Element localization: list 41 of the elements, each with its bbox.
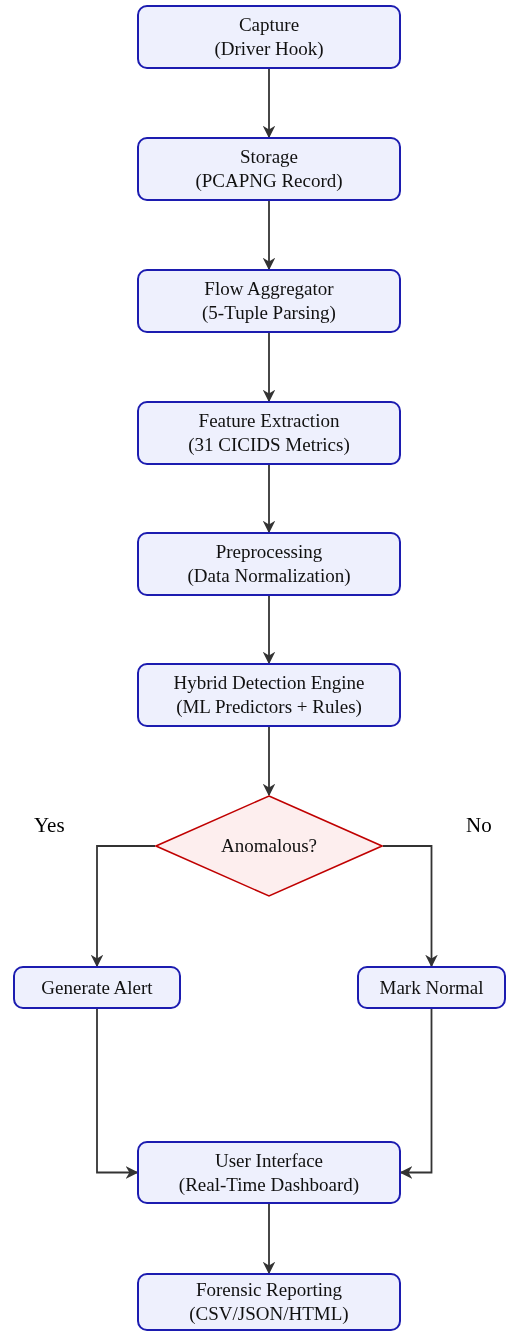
node-text: Flow Aggregator [204,277,334,301]
node-text: Forensic Reporting [195,1278,343,1302]
process-box [137,269,401,333]
node-text: (ML Predictors + Rules) [176,695,362,719]
process-box [137,532,401,596]
arrow [262,1203,276,1275]
node-text: (Real-Time Dashboard) [178,1172,360,1197]
process-box [13,966,181,1009]
arrow [90,845,156,968]
arrow [96,1008,139,1179]
process-box [137,137,401,201]
arrow [262,595,276,665]
process-box [137,1141,401,1204]
arrow [399,1008,433,1179]
node-text: Storage [239,145,298,169]
node-text: Anomalous? [220,834,317,858]
node-text: (5-Tuple Parsing) [202,301,336,325]
node-text: (PCAPNG Record) [195,169,343,193]
process-box [137,5,401,69]
node-text: Feature Extraction [198,409,340,433]
process-box [357,966,506,1009]
node-text: Mark Normal [379,975,484,1000]
arrow [262,332,276,403]
arrow [382,845,438,968]
node-text: Generate Alert [41,975,153,1000]
node-text: User Interface [214,1148,324,1173]
arrow [262,68,276,139]
node-text: (Driver Hook) [214,37,324,61]
node-text: (31 CICIDS Metrics) [188,433,350,457]
process-box [137,401,401,465]
process-box [137,663,401,727]
decision-diamond [155,795,383,897]
node-text: Hybrid Detection Engine [173,671,365,695]
arrow [262,726,276,797]
process-box [137,1273,401,1331]
arrow [262,464,276,534]
arrow [262,200,276,271]
node-text: Preprocessing [215,540,323,564]
node-text: Capture [238,13,300,37]
node-text: (Data Normalization) [187,564,351,588]
node-text: (CSV/JSON/HTML) [189,1302,349,1326]
